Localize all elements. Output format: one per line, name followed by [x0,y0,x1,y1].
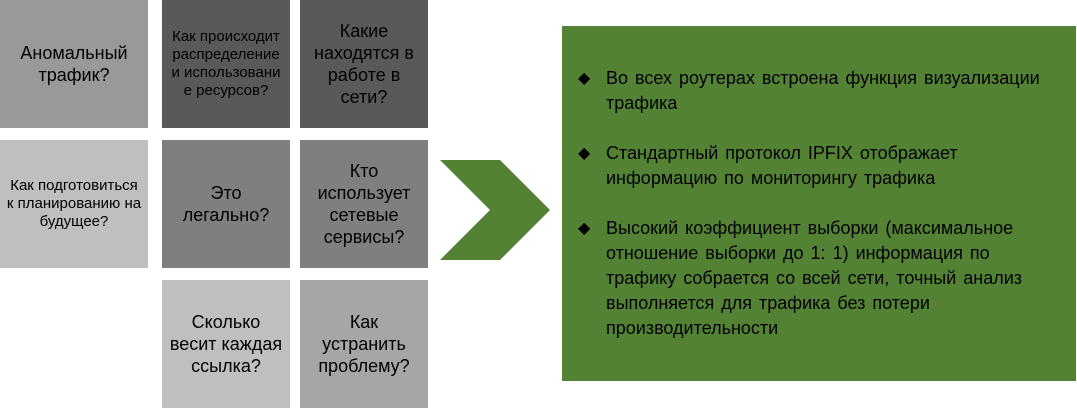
bullet-text: Стандартный протокол IPFIX отображает ин… [606,143,958,188]
tile-text: Как устранить проблему? [318,312,410,376]
question-tile-anomalous-traffic: Аномальный трафик? [0,0,148,128]
question-tile-troubleshoot: Как устранить проблему? [300,280,428,408]
tile-text: Аномальный трафик? [20,43,128,85]
chevron-arrow-icon [440,160,550,260]
question-tile-future-planning: Как подготовиться к планированию на буду… [0,140,148,268]
diamond-bullet-icon: ◆ [578,70,591,87]
tile-text: Какие находятся в работе в сети? [314,21,414,107]
tile-text: Сколько весит каждая ссылка? [169,312,283,376]
question-tile-legality: Это легально? [162,140,290,268]
question-tile-network-activity: Какие находятся в работе в сети? [300,0,428,128]
bullet-item: ◆ Стандартный протокол IPFIX отображает … [578,141,1056,191]
diamond-bullet-icon: ◆ [578,220,591,237]
bullet-text: Во всех роутерах встроена функция визуал… [606,68,1040,113]
tile-text: Как происходит распределение и использов… [171,28,281,99]
info-panel: ◆ Во всех роутерах встроена функция визу… [562,26,1076,381]
tile-text: Кто использует сетевые сервисы? [317,161,411,247]
bullet-item: ◆ Во всех роутерах встроена функция визу… [578,66,1056,116]
tile-text: Как подготовиться к планированию на буду… [6,177,142,230]
question-tile-service-users: Кто использует сетевые сервисы? [300,140,428,268]
bullet-text: Высокий коэффициент выборки (максимально… [606,218,1023,338]
bullet-item: ◆ Высокий коэффициент выборки (максималь… [578,216,1056,341]
question-tile-resource-distribution: Как происходит распределение и использов… [162,0,290,128]
tile-text: Это легально? [182,183,270,225]
diamond-bullet-icon: ◆ [578,145,591,162]
question-tile-link-weight: Сколько весит каждая ссылка? [162,280,290,408]
